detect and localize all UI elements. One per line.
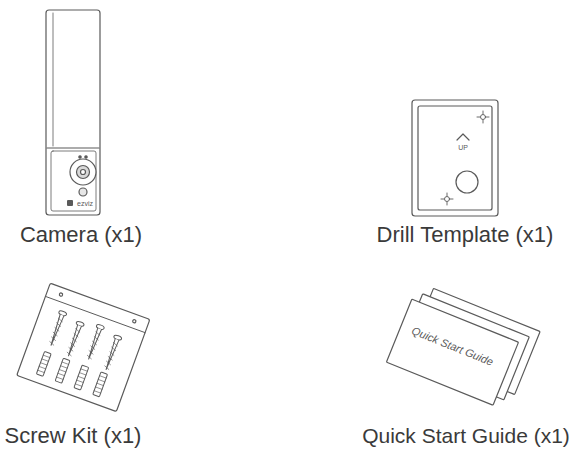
screw-kit-drawing	[17, 283, 150, 411]
orientation-mark: UP	[458, 144, 468, 151]
brand-logo: ezviz	[77, 200, 93, 207]
item-caption: Quick Start Guide (x1)	[362, 425, 570, 446]
item-caption: Drill Template (x1)	[377, 224, 554, 246]
camera-drawing	[46, 10, 100, 215]
item-caption: Camera (x1)	[20, 224, 142, 246]
quick-start-guide-drawing	[386, 282, 540, 411]
item-caption: Screw Kit (x1)	[5, 425, 142, 447]
drill-template-drawing	[412, 100, 498, 216]
